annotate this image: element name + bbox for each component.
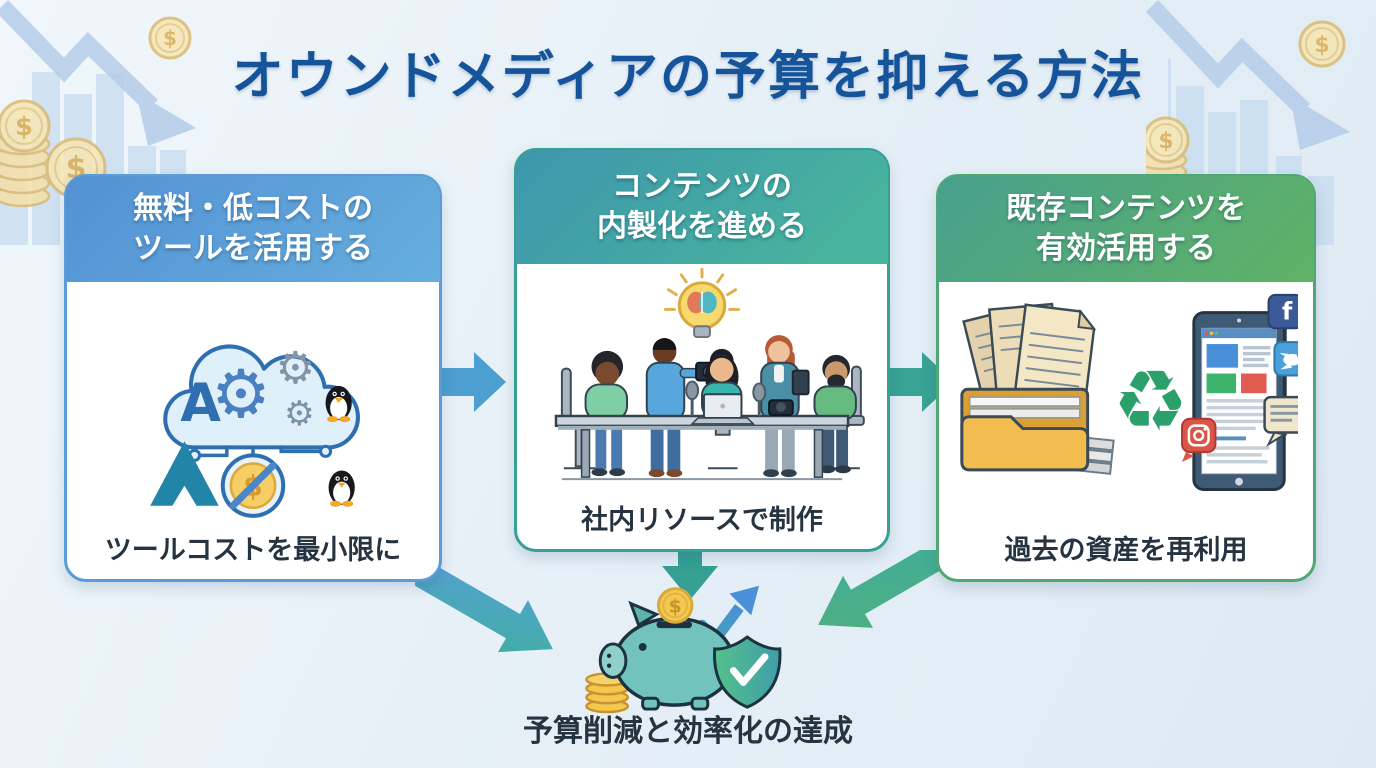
instagram-icon <box>1181 417 1217 462</box>
arch-linux-icon <box>150 441 219 506</box>
microphone-icon <box>685 380 767 416</box>
step-2-illustration <box>517 265 887 493</box>
step-2-header: コンテンツの 内製化を進める <box>516 150 888 264</box>
arrow-diagonal-right-icon <box>818 550 962 628</box>
step-card-3: 既存コンテンツを 有効活用する <box>936 174 1316 582</box>
gear-icon: ⚙ <box>284 394 315 434</box>
step-3-caption: 過去の資産を再利用 <box>1004 535 1248 566</box>
tool-a-icon: A <box>180 373 221 434</box>
free-tools-cloud-icon: A ⚙ ⚙ ⚙ $ <box>150 343 360 518</box>
arrow-right-icon <box>436 352 506 412</box>
cloud-icon <box>163 344 360 450</box>
dollar-icon: $ <box>1158 129 1173 154</box>
shield-check-icon <box>713 635 782 709</box>
facebook-icon: f <box>1267 293 1298 330</box>
svg-text:$: $ <box>669 596 682 617</box>
laptop-icon <box>690 393 756 425</box>
gear-icon: ⚙ <box>275 343 315 394</box>
recycle-icon: ♻ <box>1113 353 1189 451</box>
result-caption: 予算削減と効率化の達成 <box>523 714 853 749</box>
no-cost-coin-icon: $ <box>220 453 286 518</box>
twitter-icon <box>1273 341 1298 377</box>
dollar-icon: $ <box>15 112 33 142</box>
idea-lightbulb-icon <box>664 268 740 339</box>
step-1-header: 無料・低コストの ツールを活用する <box>66 176 440 282</box>
step-3-illustration: ♻ <box>939 283 1313 525</box>
content-reuse-icon: ♻ <box>960 293 1298 491</box>
gear-icon: ⚙ <box>211 355 271 433</box>
comment-bubble-icon <box>1263 395 1298 447</box>
tablet-social-icon: f <box>1181 293 1298 491</box>
arrow-diagonal-left-icon <box>415 558 553 653</box>
step-3-header: 既存コンテンツを 有効活用する <box>938 176 1314 282</box>
in-house-team-icon <box>554 268 865 481</box>
coin-icon: $ <box>656 587 694 624</box>
svg-text:f: f <box>1282 297 1293 325</box>
documents-folder-icon <box>960 302 1115 475</box>
step-1-illustration: A ⚙ ⚙ ⚙ $ <box>67 283 439 525</box>
piggy-bank-icon: $ <box>585 585 782 714</box>
step-card-2: コンテンツの 内製化を進める <box>514 148 890 552</box>
step-1-caption: ツールコストを最小限に <box>104 535 402 566</box>
page-title: オウンドメディアの予算を抑える方法 <box>231 47 1145 107</box>
step-2-caption: 社内リソースで制作 <box>581 505 823 536</box>
team-member <box>584 350 628 477</box>
step-card-1: 無料・低コストの ツールを活用する A <box>64 174 442 582</box>
camera-icon <box>768 399 794 416</box>
arrow-down-icon <box>662 546 718 600</box>
